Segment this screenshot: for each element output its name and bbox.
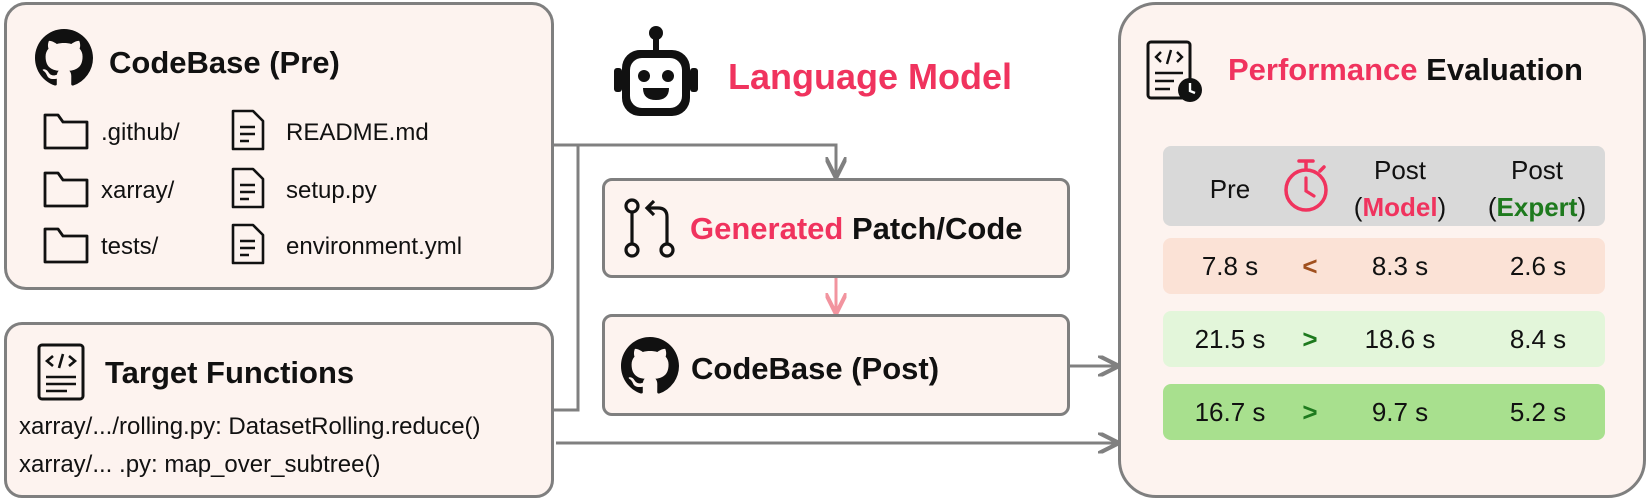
code-document-icon (37, 343, 85, 401)
folder-icon (43, 227, 89, 264)
table-row (1163, 311, 1605, 367)
github-icon (35, 29, 93, 86)
row-2-model: 18.6 s (1364, 324, 1436, 354)
target-function-line-1: xarray/.../rolling.py: DatasetRolling.re… (19, 413, 481, 440)
folder-icon (43, 113, 89, 150)
codebase-pre-box: CodeBase (Pre) .github/ xarray/ tests/ R… (4, 2, 554, 290)
codebase-post-title: CodeBase (Post) (691, 351, 940, 386)
performance-word: Performance (1228, 52, 1418, 87)
header-post-expert: Post (Expert) (1472, 152, 1602, 226)
header-post-model-top: Post (1373, 155, 1427, 185)
performance-evaluation-title: Performance Evaluation (1228, 52, 1583, 88)
target-function-line-2: xarray/... .py: map_over_subtree() (19, 451, 381, 478)
codebase-post-box: CodeBase (Post) (602, 314, 1070, 416)
target-functions-title: Target Functions (105, 355, 355, 390)
github-icon (621, 337, 679, 394)
file-readme: README.md (286, 119, 429, 146)
evaluation-table-header (1163, 146, 1605, 226)
row-2-pre: 21.5 s (1194, 324, 1266, 354)
folder-tests: tests/ (101, 233, 159, 260)
folder-icon (43, 171, 89, 208)
row-3-comparison: > (1302, 397, 1318, 427)
header-post-expert-top: Post (1510, 155, 1564, 185)
generated-word: Generated (690, 211, 844, 246)
file-icon (231, 109, 265, 151)
row-2-expert: 8.4 s (1509, 324, 1567, 354)
row-1-comparison: < (1302, 251, 1318, 281)
row-3-pre: 16.7 s (1194, 397, 1266, 427)
file-icon (231, 223, 265, 265)
file-environment: environment.yml (286, 233, 463, 260)
file-setup: setup.py (286, 177, 377, 204)
row-2-comparison: > (1302, 324, 1318, 354)
row-3-model: 9.7 s (1371, 397, 1429, 427)
folder-xarray: xarray/ (101, 177, 175, 204)
row-3-expert: 5.2 s (1509, 397, 1567, 427)
patch-code-word: Patch/Code (851, 211, 1023, 246)
header-post-model-bottom: (Model) (1353, 192, 1447, 222)
arrow-codebase-to-patch (528, 143, 836, 176)
table-row (1163, 238, 1605, 294)
code-report-icon (1146, 40, 1202, 102)
language-model-label: Language Model (728, 56, 1013, 97)
evaluation-word: Evaluation (1426, 52, 1583, 87)
folder-github: .github/ (101, 119, 180, 146)
pull-request-icon (624, 198, 675, 258)
stopwatch-icon (1284, 159, 1328, 212)
codebase-pre-title: CodeBase (Pre) (109, 45, 340, 80)
generated-patch-box: Generated Patch/Code (602, 178, 1070, 278)
row-1-pre: 7.8 s (1201, 251, 1259, 281)
row-1-model: 8.3 s (1371, 251, 1429, 281)
row-1-expert: 2.6 s (1509, 251, 1567, 281)
header-pre: Pre (1209, 174, 1251, 204)
header-post-expert-bottom: (Expert) (1487, 192, 1587, 222)
header-post-model: Post (Model) (1340, 152, 1460, 226)
file-icon (231, 167, 265, 209)
table-row (1163, 384, 1605, 440)
generated-patch-title: Generated Patch/Code (690, 211, 1023, 247)
robot-icon (614, 26, 698, 116)
target-functions-box: Target Functions xarray/.../rolling.py: … (4, 322, 554, 498)
